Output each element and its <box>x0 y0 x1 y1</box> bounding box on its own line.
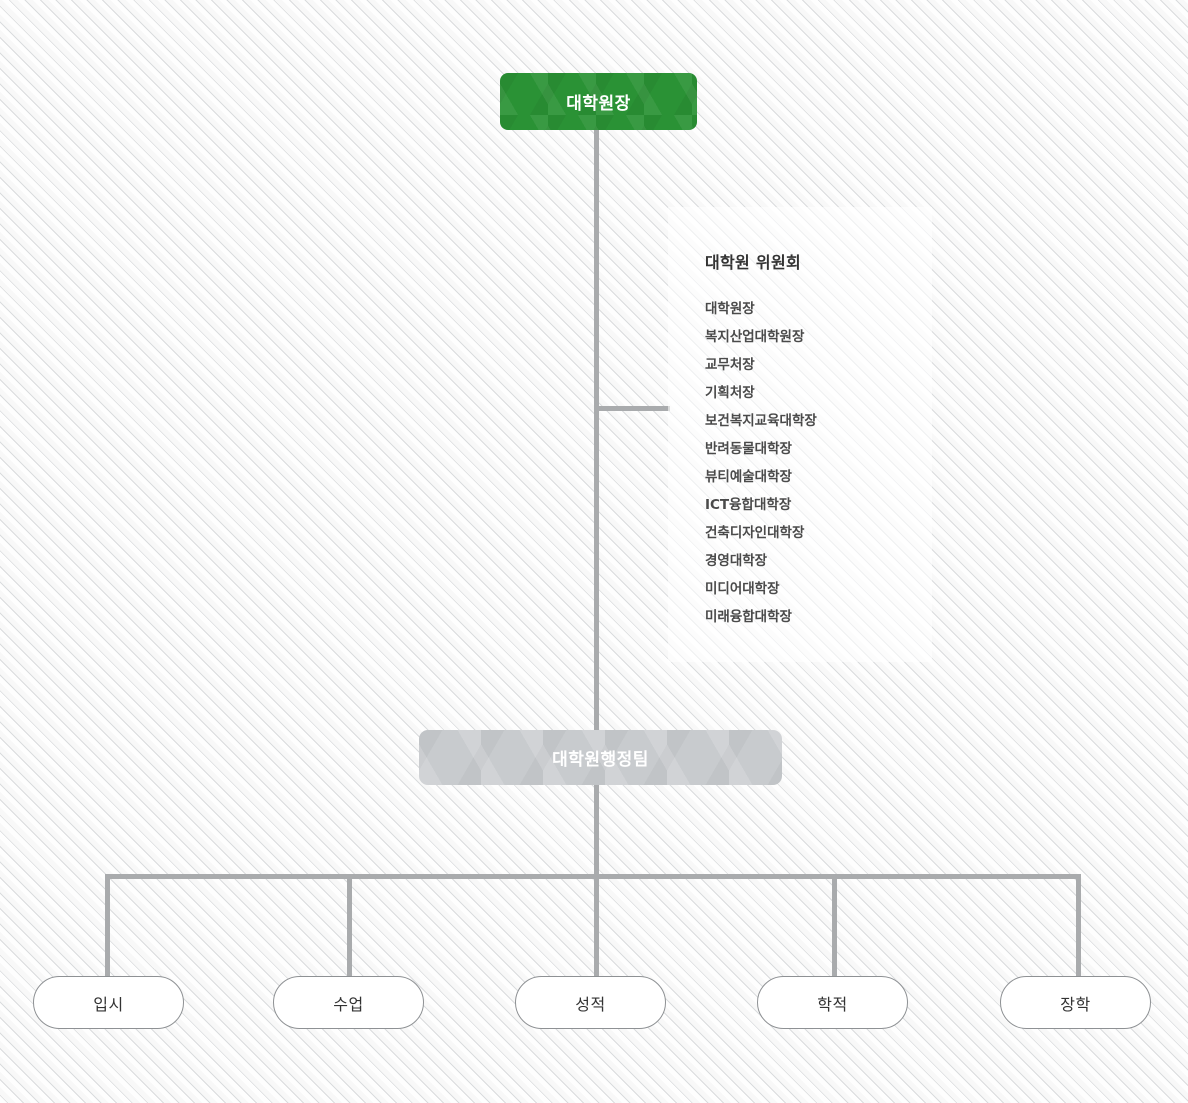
connector-trunk-top <box>594 128 599 410</box>
list-item: 경영대학장 <box>705 553 768 569</box>
node-leaf-label: 입시 <box>93 994 124 1014</box>
list-item: 건축디자인대학장 <box>705 525 805 541</box>
connector-committee-branch <box>594 406 670 411</box>
list-item: 보건복지교육대학장 <box>705 413 817 429</box>
committee-title: 대학원 위원회 <box>705 253 801 272</box>
node-dean[interactable]: 대학원장 <box>500 73 697 130</box>
node-leaf-label: 성적 <box>575 994 606 1014</box>
connector-horizontal-bus <box>105 874 1081 879</box>
list-item: 반려동물대학장 <box>705 441 792 457</box>
connector-drop-4 <box>832 874 837 978</box>
connector-drop-1 <box>105 874 110 978</box>
list-item: ICT융합대학장 <box>705 497 792 513</box>
connector-drop-2 <box>347 874 352 978</box>
committee-panel: 대학원 위원회 대학원장 복지산업대학원장 교무처장 기획처장 보건복지교육대학… <box>668 207 932 662</box>
node-admin-team-label: 대학원행정팀 <box>552 750 649 770</box>
node-leaf-classes[interactable]: 수업 <box>273 976 424 1029</box>
node-admin-team[interactable]: 대학원행정팀 <box>419 730 782 785</box>
node-leaf-grades[interactable]: 성적 <box>515 976 666 1029</box>
list-item: 뷰티예술대학장 <box>705 469 792 485</box>
list-item: 복지산업대학원장 <box>705 329 805 345</box>
list-item: 미래융합대학장 <box>705 609 792 625</box>
node-dean-label: 대학원장 <box>566 94 631 114</box>
committee-member-list: 대학원장 복지산업대학원장 교무처장 기획처장 보건복지교육대학장 반려동물대학… <box>705 295 932 631</box>
list-item: 미디어대학장 <box>705 581 780 597</box>
list-item: 대학원장 <box>705 301 755 317</box>
connector-drop-5 <box>1076 874 1081 978</box>
node-leaf-admissions[interactable]: 입시 <box>33 976 184 1029</box>
connector-drop-3 <box>594 874 599 978</box>
list-item: 기획처장 <box>705 385 755 401</box>
node-leaf-label: 학적 <box>817 994 848 1014</box>
node-leaf-records[interactable]: 학적 <box>757 976 908 1029</box>
list-item: 교무처장 <box>705 357 755 373</box>
connector-trunk-middle <box>594 406 599 734</box>
node-leaf-label: 수업 <box>333 994 364 1014</box>
node-leaf-label: 장학 <box>1060 994 1091 1014</box>
node-leaf-scholarship[interactable]: 장학 <box>1000 976 1151 1029</box>
